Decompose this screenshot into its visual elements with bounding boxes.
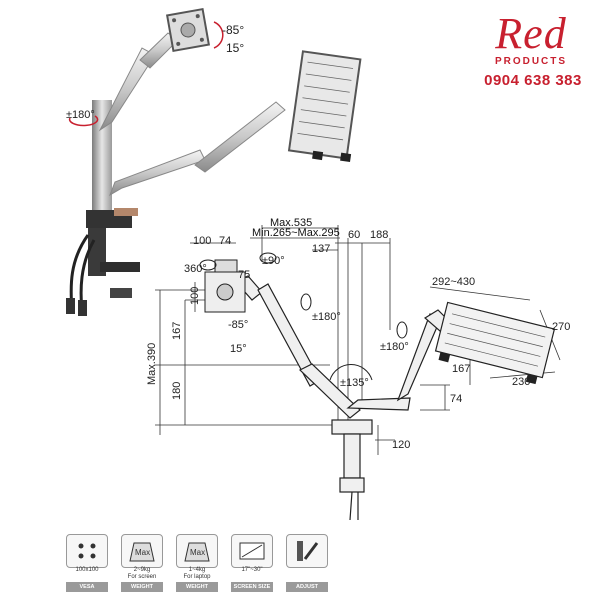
lower-arm-forearm: [194, 101, 286, 173]
dim-tilt-neg85: -85°: [228, 319, 248, 331]
dim-tilt-15: 15°: [230, 343, 247, 355]
dim-clamp: 120: [392, 439, 410, 451]
photo-tilt-down: 15°: [226, 41, 244, 55]
dim-max-reach: Max.535: [270, 217, 312, 229]
weight-laptop-icon: Max 1~4kg For laptop WEIGHT: [176, 534, 218, 594]
dim-tray-w: 292~430: [432, 276, 475, 288]
weight-laptop-box: Max: [176, 534, 218, 568]
usb-plug: [66, 298, 75, 314]
laptop-tray: [287, 50, 362, 162]
dim-137: 137: [312, 243, 330, 255]
dim-vesa-side: 100: [189, 287, 201, 305]
vesa-value: 100x100: [75, 567, 99, 573]
pole: [92, 100, 112, 220]
clamp-bottom: [100, 262, 140, 272]
dim-arm-rot1: ±180°: [312, 311, 341, 323]
dim-max390: Max.390: [146, 343, 158, 385]
adjust-icon: ADJUST: [286, 534, 328, 594]
brand-logo: Red PRODUCTS: [468, 10, 594, 96]
dim-base-rot: ±135°: [340, 377, 369, 389]
rotation-arcs: [199, 252, 408, 381]
photo-tilt-up: -85°: [222, 23, 244, 37]
drawing-tray: [434, 301, 556, 385]
weight-laptop-label: WEIGHT: [176, 582, 218, 592]
desk-block: [114, 208, 138, 216]
weight-screen-icon: Max 2~9kg For screen WEIGHT: [121, 534, 163, 594]
dim-tray-h: 167: [452, 363, 470, 375]
dim-180: 180: [171, 382, 183, 400]
weight-laptop-value: 1~4kg For laptop: [183, 567, 211, 580]
screen-size-box: [231, 534, 273, 568]
tilt-arrow: [213, 21, 224, 49]
weight-screen-label: WEIGHT: [121, 582, 163, 592]
usb-plug: [78, 300, 87, 316]
drawing-arm: [235, 275, 459, 521]
screen-size-value: 17"~30": [241, 567, 263, 573]
weight-screen-box: Max: [121, 534, 163, 568]
dim-tray-d: 270: [552, 321, 570, 333]
swivel-arrow: [68, 115, 99, 127]
dim-74: 74: [219, 235, 231, 247]
weight-screen-symbol: Max: [135, 548, 150, 557]
dim-167: 167: [171, 322, 183, 340]
phone-number: 0904 638 383: [484, 72, 582, 89]
adjust-box: [286, 534, 328, 568]
logo-text: Red: [495, 9, 567, 58]
vesa-plate: [165, 7, 211, 53]
screen-size-icon: 17"~30" SCREEN SIZE: [231, 534, 273, 594]
photo-swivel: ±180°: [66, 109, 95, 121]
drawing-vesa: [204, 259, 246, 313]
dim-188: 188: [370, 229, 388, 241]
clamp-knob: [110, 288, 132, 298]
spec-icons: 100x100 VESA Max 2~9kg For screen WEIGHT…: [66, 534, 328, 596]
vesa-label: VESA: [66, 582, 108, 592]
vesa-icon-box: [66, 534, 108, 568]
vesa-icon: 100x100 VESA: [66, 534, 108, 594]
dim-tray-b: 230: [512, 376, 530, 388]
dim-arm-rot2: ±180°: [380, 341, 409, 353]
weight-screen-value: 2~9kg For screen: [127, 567, 157, 580]
dim-pan90: ±90°: [262, 255, 285, 267]
adjust-label: ADJUST: [286, 582, 328, 592]
logo-sub: PRODUCTS: [494, 56, 568, 67]
dim-min-max: Min.265~Max.295: [252, 227, 340, 239]
dim-rot360: 360°: [184, 263, 207, 275]
weight-laptop-symbol: Max: [190, 548, 205, 557]
dim-100: 100: [193, 235, 211, 247]
dim-74b: 74: [450, 393, 462, 405]
lower-arm: [109, 149, 206, 197]
dim-60: 60: [348, 229, 360, 241]
dim-75: 75: [238, 269, 250, 281]
screen-size-label: SCREEN SIZE: [231, 582, 273, 592]
